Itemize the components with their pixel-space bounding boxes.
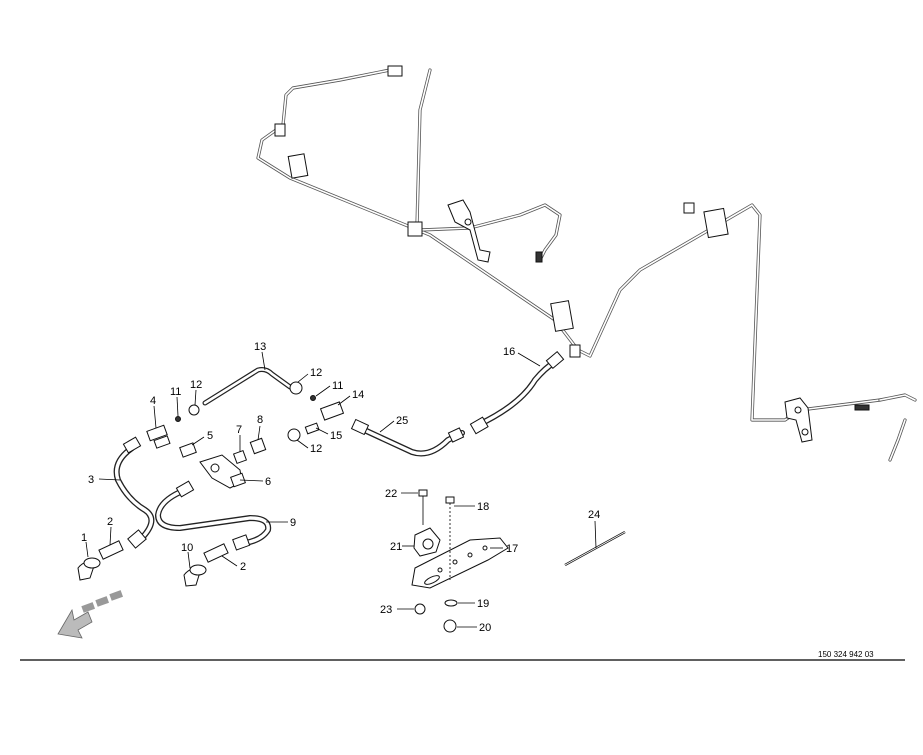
cable-tie-24 [564,530,626,567]
callout-23: 23 [380,604,392,616]
callout-5: 5 [207,430,213,442]
callout-18: 18 [477,501,489,513]
callout-12: 12 [310,367,322,379]
callout-12: 12 [190,379,202,391]
callout-22: 22 [385,488,397,500]
callout-6: 6 [265,476,271,488]
fittings [77,381,345,587]
callout-17: 17 [506,543,518,555]
direction-arrow-icon [57,590,124,639]
callout-3: 3 [88,474,94,486]
callout-1: 1 [81,532,87,544]
callout-4: 4 [150,395,156,407]
callout-2: 2 [240,561,246,573]
callout-14: 14 [352,389,364,401]
hose-16 [469,350,565,435]
callout-labels: 1 2 2 3 4 5 6 7 8 9 10 11 11 12 12 12 13… [81,341,600,634]
hose-25 [350,418,465,457]
callout-11: 11 [332,380,343,392]
vehicle-frame-piping [256,65,917,462]
callout-24: 24 [588,509,600,521]
callout-16: 16 [503,346,515,358]
callout-21: 21 [390,541,402,553]
callout-9: 9 [290,517,296,529]
hose-9 [155,480,272,551]
callout-12: 12 [310,443,322,455]
callout-11: 11 [170,386,181,398]
callout-15: 15 [330,430,342,442]
callout-19: 19 [477,598,489,610]
callout-10: 10 [181,542,193,554]
drawing-reference-number: 150 324 942 03 [818,650,874,659]
callout-7: 7 [236,424,242,436]
callout-13: 13 [254,341,266,353]
bracket-assembly [411,489,509,633]
callout-20: 20 [479,622,491,634]
leader-lines [85,351,597,628]
callout-25: 25 [396,415,408,427]
callout-8: 8 [257,414,263,426]
callout-2: 2 [107,516,113,528]
hose-3 [113,436,155,549]
line-13 [202,367,293,406]
